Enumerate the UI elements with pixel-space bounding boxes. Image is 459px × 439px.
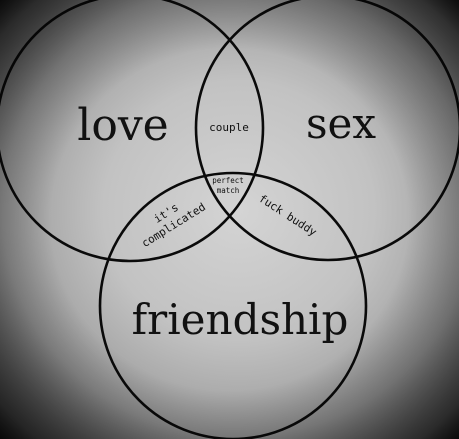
perfect-match-label-line2: match	[217, 186, 240, 195]
perfect-match-label-line1: perfect	[212, 176, 244, 185]
love-label: love	[77, 100, 168, 151]
couple-label: couple	[209, 121, 249, 134]
sex-label: sex	[306, 99, 376, 148]
friendship-label: friendship	[132, 295, 349, 344]
its-complicated-group: it's complicated	[139, 200, 208, 250]
